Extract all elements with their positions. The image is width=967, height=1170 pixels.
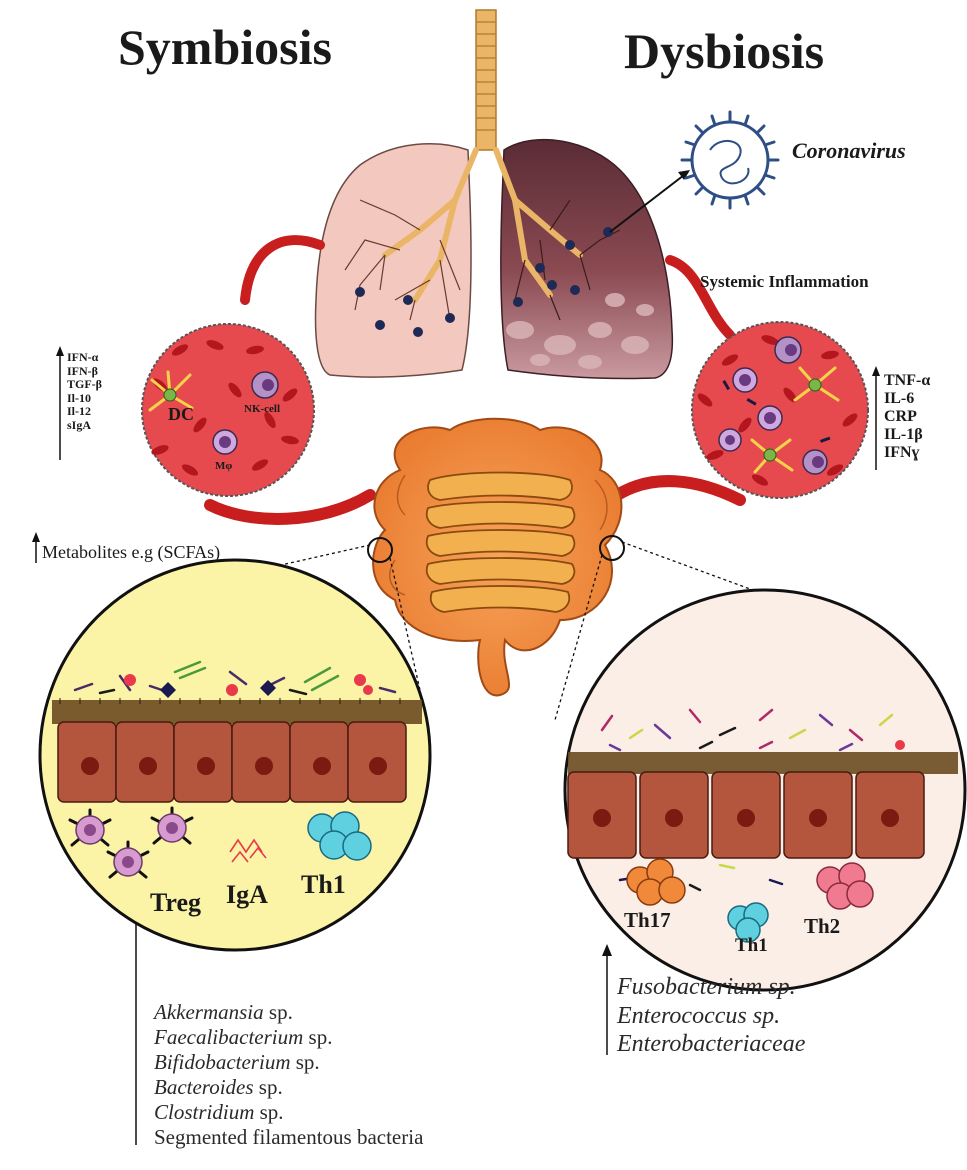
th2-label: Th2	[804, 914, 841, 938]
bacteria-item: Fusobacterium sp.	[617, 974, 796, 1000]
th1-label-right: Th1	[735, 935, 768, 956]
macrophage-label: Mφ	[215, 460, 233, 472]
trachea	[475, 9, 497, 151]
bacteria-item: Clostridium sp.	[154, 1100, 284, 1124]
bacteria-item: Enterococcus sp.	[617, 1002, 781, 1029]
nk-cell-label: NK-cell	[244, 403, 281, 415]
bacteria-item: Bacteroides sp.	[154, 1075, 283, 1099]
cytokine-item: IFN-α	[67, 350, 99, 364]
small-intestine-folds	[425, 471, 576, 613]
th1-label-left: Th1	[301, 870, 346, 899]
th2-cluster	[816, 862, 874, 910]
th17-label: Th17	[624, 908, 671, 932]
heading-symbiosis: Symbiosis	[118, 19, 332, 75]
heading-dysbiosis: Dysbiosis	[624, 23, 825, 79]
left-bacteria-list: Akkermansia sp. Faecalibacterium sp. Bif…	[154, 1000, 423, 1150]
right-cytokine-list: TNF-α IL-6 CRP IL-1β IFNɣ	[884, 372, 930, 462]
cytokine-item: TNF-α	[884, 372, 931, 389]
cytokine-item: IL-1β	[884, 426, 923, 443]
cytokine-item: sIgA	[67, 417, 92, 432]
th1-cluster-right	[727, 902, 769, 943]
left-blood-vessels	[204, 235, 376, 525]
intestine	[249, 417, 781, 721]
th17-cluster	[626, 858, 686, 906]
right-blood-vessels	[604, 255, 746, 506]
right-blood-circle	[691, 321, 869, 499]
dc-label: DC	[168, 404, 194, 424]
cytokine-item: IFN-β	[67, 363, 98, 378]
bacteria-item: Enterobacteriaceae	[617, 1031, 806, 1057]
systemic-inflammation-label: Systemic Inflammation	[700, 272, 869, 291]
left-blood-circle	[141, 323, 315, 497]
iga-molecules	[229, 838, 267, 863]
cytokine-item: Il-10	[67, 390, 91, 405]
right-gut-panel	[563, 588, 967, 992]
cytokine-item: IFNɣ	[884, 444, 920, 461]
cytokine-item: TGF-β	[67, 377, 102, 391]
bacteria-item: Akkermansia sp.	[154, 1000, 293, 1024]
right-lung-inflamed	[493, 138, 674, 380]
cytokine-item: Il-12	[67, 404, 91, 418]
coronavirus-particle	[609, 110, 780, 233]
bacteria-item: Segmented filamentous bacteria	[154, 1125, 424, 1149]
left-cytokine-list: IFN-α IFN-β TGF-β Il-10 Il-12 sIgA	[67, 350, 102, 432]
treg-cells	[68, 806, 194, 879]
right-bacteria-list: Fusobacterium sp. Enterococcus sp. Enter…	[617, 973, 805, 1059]
bacteria-item: Bifidobacterium sp.	[154, 1050, 320, 1074]
metabolites-label: Metabolites e.g (SCFAs)	[42, 542, 221, 562]
left-lung-healthy	[314, 143, 479, 378]
left-gut-panel	[38, 558, 432, 952]
cytokine-item: IL-6	[884, 390, 915, 407]
coronavirus-label: Coronavirus	[792, 138, 906, 163]
th1-cluster-left	[307, 811, 372, 861]
treg-label: Treg	[150, 888, 202, 917]
cytokine-item: CRP	[884, 408, 917, 425]
bacteria-item: Faecalibacterium sp.	[154, 1025, 333, 1049]
iga-label: IgA	[226, 880, 268, 909]
